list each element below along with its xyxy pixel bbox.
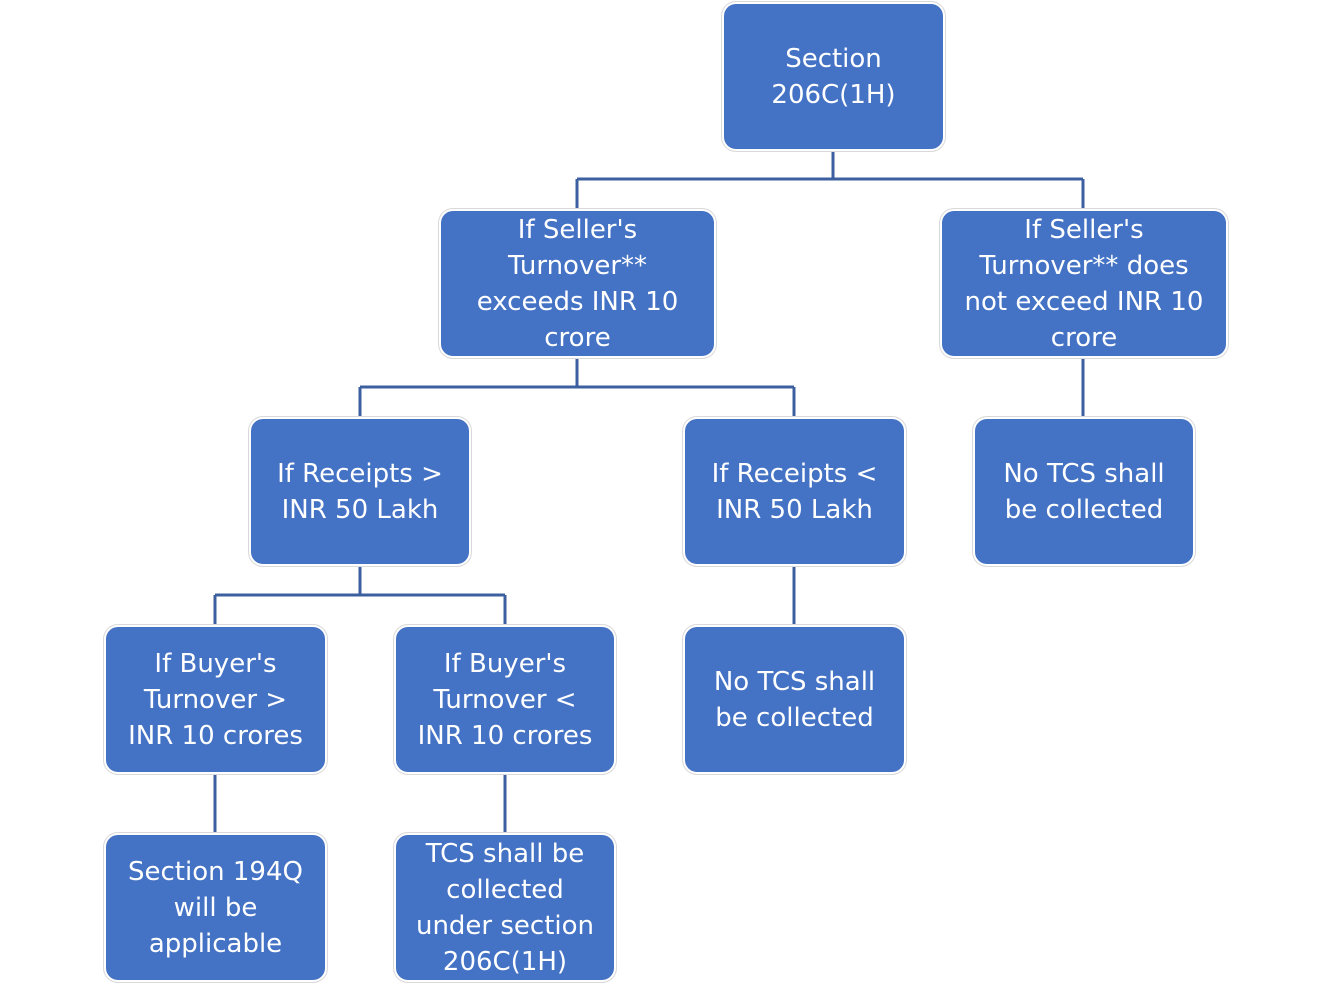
node-label: If Buyer's Turnover < INR 10 crores: [417, 648, 593, 751]
node-label: TCS shall be collected under section 206…: [415, 838, 595, 977]
connector-seller-exceeds-to-receipts: [358, 356, 796, 419]
node-label: Section 206C(1H): [771, 43, 896, 110]
node-seller-turnover-exceeds: If Seller's Turnover** exceeds INR 10 cr…: [441, 211, 714, 356]
node-receipts-above-50-lakh: If Receipts > INR 50 Lakh: [251, 419, 469, 564]
node-no-tcs-middle: No TCS shall be collected: [685, 627, 904, 772]
node-no-tcs-right: No TCS shall be collected: [975, 419, 1193, 564]
node-label: If Receipts > INR 50 Lakh: [277, 458, 443, 525]
node-buyer-turnover-above: If Buyer's Turnover > INR 10 crores: [106, 627, 325, 772]
node-seller-turnover-not-exceeds: If Seller's Turnover** does not exceed I…: [942, 211, 1226, 356]
node-label: If Seller's Turnover** exceeds INR 10 cr…: [476, 214, 679, 353]
node-section-194q-applicable: Section 194Q will be applicable: [106, 835, 325, 980]
node-label: If Seller's Turnover** does not exceed I…: [964, 214, 1204, 353]
node-label: No TCS shall be collected: [1003, 458, 1165, 525]
node-label: If Buyer's Turnover > INR 10 crores: [128, 648, 303, 751]
node-section-206c-1h: Section 206C(1H): [724, 4, 943, 149]
connector-receipts-above-to-buyer: [213, 564, 507, 627]
node-label: If Receipts < INR 50 Lakh: [711, 458, 878, 525]
node-receipts-below-50-lakh: If Receipts < INR 50 Lakh: [685, 419, 904, 564]
connector-root-to-seller-branches: [575, 149, 1085, 211]
node-tcs-collected-206c-1h: TCS shall be collected under section 206…: [396, 835, 614, 980]
node-label: Section 194Q will be applicable: [128, 856, 303, 959]
node-buyer-turnover-below: If Buyer's Turnover < INR 10 crores: [396, 627, 614, 772]
node-label: No TCS shall be collected: [713, 666, 876, 733]
